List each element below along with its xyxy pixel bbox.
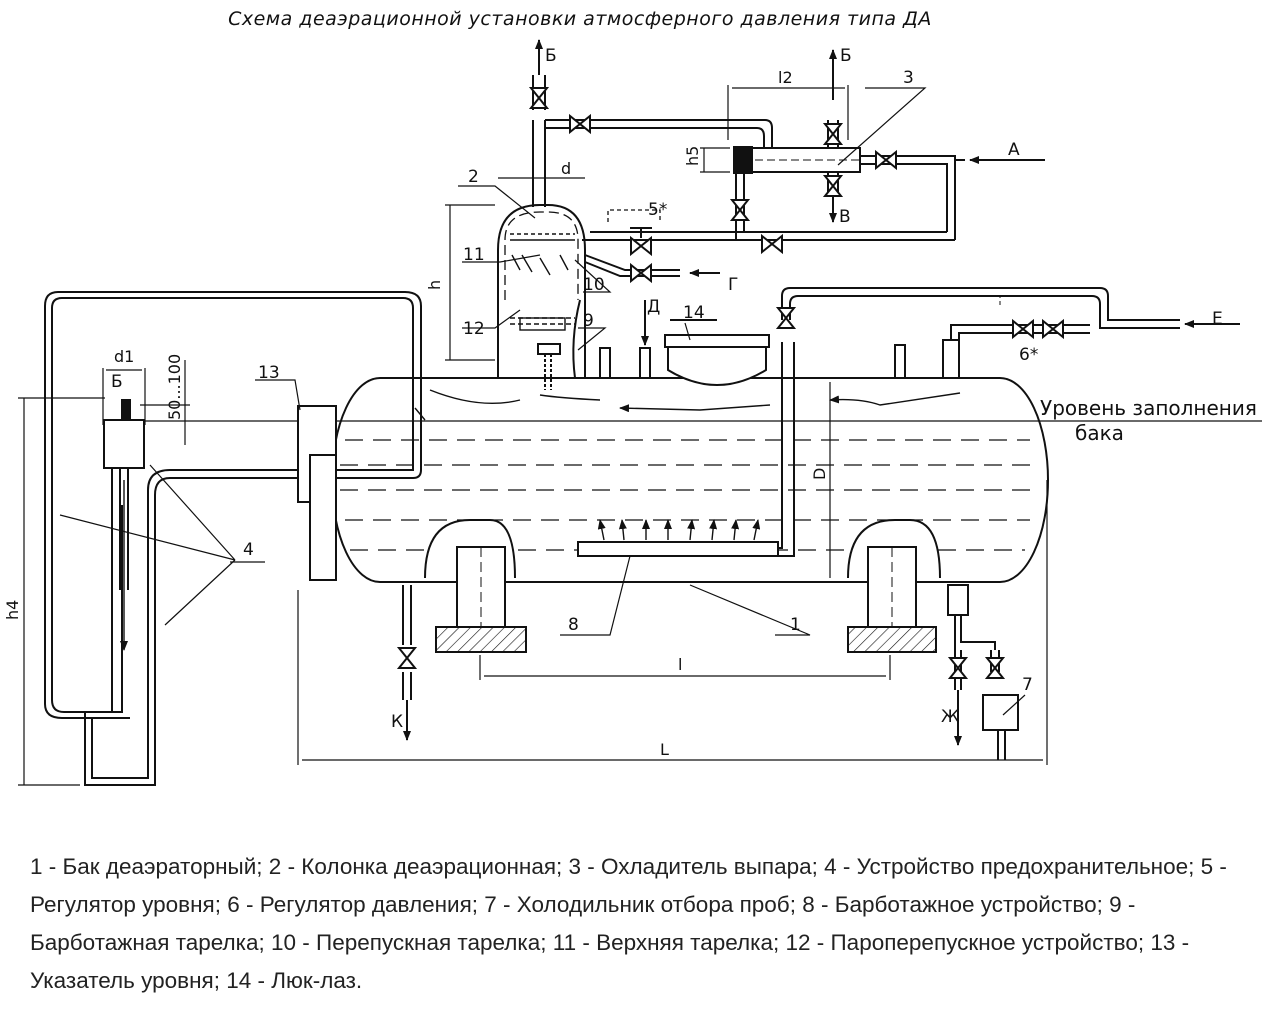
- label-bubbling-tray: 9: [583, 311, 594, 331]
- bubbling-device: [577, 342, 795, 557]
- label-column: 2: [468, 167, 479, 187]
- column-internals: [510, 233, 575, 355]
- level-indicator: [297, 405, 337, 581]
- flow-d-port: Д: [647, 297, 660, 317]
- flow-b-column: Б: [545, 46, 557, 66]
- dim-d1: d1: [114, 347, 134, 366]
- dim-l2: l2: [778, 68, 793, 87]
- steam-flow-arrows: [429, 389, 961, 413]
- flow-b-cooler: Б: [840, 46, 852, 66]
- tank-top-ports: [599, 300, 960, 379]
- label-bypass-tray: 10: [583, 275, 605, 295]
- callout-leaders: [59, 87, 1026, 716]
- dim-L: L: [660, 740, 669, 759]
- cooler-valve-inlet: [875, 151, 897, 169]
- label-level-indicator: 13: [258, 363, 280, 383]
- flow-zh: Ж: [941, 707, 959, 727]
- tank-support-right: [847, 519, 941, 653]
- deaerator-diagram: 1 2 3 4 5* 6* 7 8 9 10 11 12 13 14 А Б Б…: [3, 39, 1262, 786]
- fill-level-caption-1: Уровень заполнения: [1040, 396, 1257, 420]
- vent-valve-horizontal: [569, 115, 591, 133]
- flow-g: Г: [728, 275, 738, 295]
- legend: 1 - Бак деаэраторный; 2 - Колонка деаэра…: [30, 854, 1227, 993]
- label-manhole: 14: [683, 303, 705, 323]
- fill-level-caption-2: бака: [1075, 421, 1124, 445]
- column-to-tank-pipes: [544, 299, 581, 390]
- flow-a: А: [1008, 140, 1020, 160]
- dim-h4: h4: [3, 600, 22, 620]
- label-vapor-cooler: 3: [903, 68, 914, 88]
- flow-k: К: [391, 712, 403, 732]
- dim-d: d: [561, 159, 571, 178]
- dim-l: l: [678, 655, 682, 674]
- drain-k: [402, 585, 412, 741]
- tank-support-left: [424, 519, 527, 653]
- dim-h5: h5: [683, 146, 702, 166]
- sample-valve: [986, 657, 1004, 679]
- steam-inlet-valve: [630, 264, 652, 282]
- label-upper-tray: 11: [463, 245, 485, 265]
- safety-device: [44, 291, 422, 786]
- manhole: [664, 319, 770, 386]
- pressure-line-valve: [777, 307, 795, 329]
- drain-k-valve: [398, 647, 416, 669]
- drain-zh-valve: [949, 657, 967, 679]
- dim-D: D: [810, 468, 829, 480]
- cooler-return-valve: [761, 235, 783, 253]
- label-level-regulator: 5*: [648, 200, 667, 220]
- label-pressure-regulator: 6*: [1019, 345, 1038, 365]
- label-safety-device: 4: [243, 540, 254, 560]
- label-sample-cooler: 7: [1022, 675, 1033, 695]
- dimension-lines: [18, 85, 1048, 786]
- level-regulator: [584, 209, 720, 277]
- vapor-cooler: [733, 146, 861, 174]
- pressure-regulator-valve-a: [1012, 320, 1034, 338]
- label-steam-bypass: 12: [463, 319, 485, 339]
- cooler-valve-drain: [731, 199, 749, 221]
- dim-range: 50...100: [165, 354, 184, 420]
- sample-cooler: [947, 584, 1019, 760]
- flow-e: Е: [1212, 309, 1223, 329]
- flow-v: В: [839, 207, 851, 227]
- label-bubbling-device: 8: [568, 615, 579, 635]
- dim-h: h: [425, 280, 444, 290]
- pressure-regulator-valve-b: [1042, 320, 1064, 338]
- pressure-line: [781, 287, 1240, 340]
- label-tank: 1: [790, 615, 801, 635]
- diagram-title: Схема деаэрационной установки атмосферно…: [228, 8, 932, 30]
- flow-b-safety: Б: [111, 372, 123, 392]
